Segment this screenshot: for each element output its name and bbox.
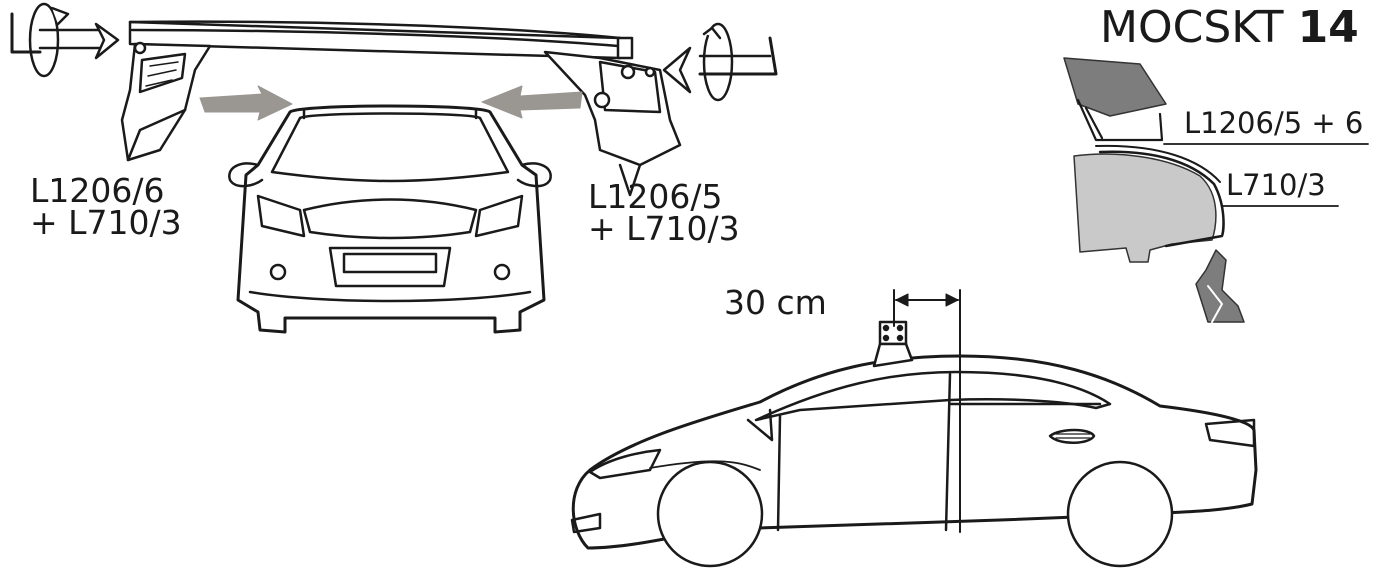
insert-arrow-right-icon — [481, 85, 583, 119]
left-foot-bracket — [120, 41, 212, 162]
right-hex-key-icon — [662, 22, 778, 102]
side-roof-bracket — [872, 320, 914, 368]
left-bracket-label-2: + L710/3 — [30, 203, 182, 242]
detail-part-label-a: L1206/5 + 6 — [1184, 106, 1364, 140]
left-hex-key-icon — [10, 2, 120, 78]
insert-arrow-left-icon — [199, 85, 293, 121]
left-bracket-label-1: L1206/6 — [30, 171, 165, 210]
right-bracket-label-2: + L710/3 — [588, 209, 740, 248]
right-foot-bracket — [543, 50, 682, 197]
profile-detail-inset — [1063, 57, 1369, 323]
model-title-prefix: MOCSKT — [1100, 2, 1284, 53]
dimension-indicator — [893, 289, 961, 533]
right-bracket-label-1: L1206/5 — [588, 177, 723, 216]
distance-label: 30 cm — [724, 283, 827, 322]
detail-part-label-b: L710/3 — [1226, 168, 1326, 202]
model-title: MOCSKT 14 — [1100, 2, 1359, 53]
model-title-number: 14 — [1297, 2, 1359, 53]
car-side-view — [570, 354, 1258, 568]
car-front-view — [228, 104, 552, 334]
roof-crossbar — [128, 20, 634, 60]
